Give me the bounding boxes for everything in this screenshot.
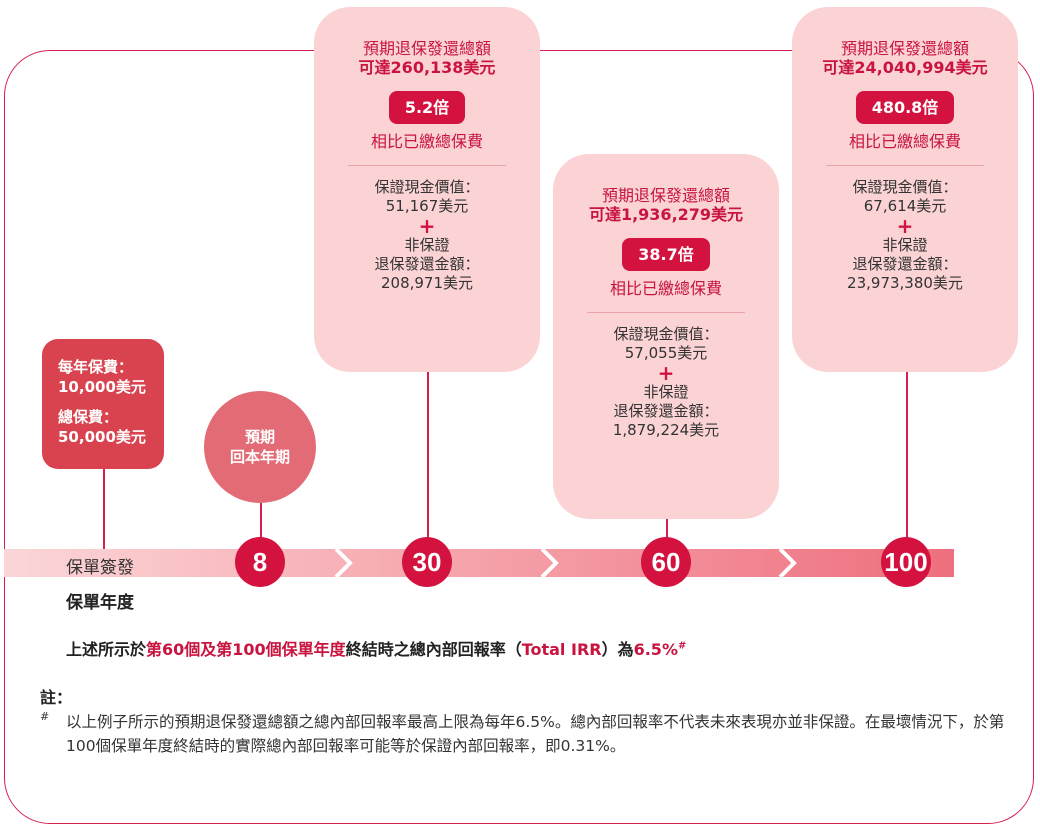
plus-icon: +: [657, 361, 675, 385]
non-guaranteed-value: 23,973,380美元: [847, 274, 963, 292]
policy-year-label: 保單年度: [66, 593, 134, 613]
milestone-card-year-60: 預期退保發還總額 可達1,936,279美元 38.7倍 相比已繳總保費 保證現…: [553, 154, 779, 519]
card-divider: [826, 165, 984, 166]
non-guaranteed-label-1: 非保證: [404, 236, 450, 254]
notes-title: 註：: [40, 688, 73, 707]
milestone-card-year-100: 預期退保發還總額 可達24,040,994美元 480.8倍 相比已繳總保費 保…: [792, 7, 1018, 372]
card-amount: 可達24,040,994美元: [822, 58, 988, 77]
annual-premium-label: 每年保費：: [58, 358, 134, 376]
connector-year-8: [260, 503, 262, 539]
total-premium-value: 50,000美元: [58, 428, 146, 446]
connector-year-100: [906, 372, 908, 539]
connector-year-30: [427, 372, 429, 539]
irr-rate: 6.5%: [633, 640, 678, 659]
irr-label: Total IRR: [521, 640, 602, 659]
multiple-badge: 480.8倍: [855, 91, 955, 124]
guaranteed-label: 保證現金價值：: [852, 178, 958, 196]
guaranteed-value: 57,055美元: [624, 344, 708, 362]
irr-statement: 上述所示於第60個及第100個保單年度終結時之總內部回報率（Total IRR）…: [66, 636, 686, 660]
annual-premium-value: 10,000美元: [58, 378, 146, 396]
card-divider: [587, 312, 745, 313]
total-premium-label: 總保費：: [58, 408, 119, 426]
non-guaranteed-label-2: 退保發還金額：: [374, 255, 480, 273]
compare-label: 相比已繳總保費: [609, 279, 722, 298]
irr-text-3: ）為: [601, 640, 634, 659]
payback-period-circle: 預期 回本年期: [204, 391, 316, 503]
guaranteed-value: 67,614美元: [863, 197, 947, 215]
chevron-icon: [540, 549, 559, 577]
policy-issue-label: 保單簽發: [66, 558, 134, 578]
chevron-icon: [334, 549, 353, 577]
non-guaranteed-label-2: 退保發還金額：: [613, 402, 719, 420]
non-guaranteed-label-1: 非保證: [882, 236, 928, 254]
connector-premium: [103, 469, 105, 549]
irr-footnote-mark: #: [677, 640, 687, 652]
payback-line1: 預期: [244, 428, 275, 446]
multiple-badge: 38.7倍: [622, 238, 710, 271]
compare-label: 相比已繳總保費: [848, 132, 961, 151]
non-guaranteed-value: 208,971美元: [380, 274, 474, 292]
premium-box: 每年保費： 10,000美元 總保費： 50,000美元: [42, 339, 164, 469]
compare-label: 相比已繳總保費: [370, 132, 483, 151]
irr-text-1: 上述所示於: [66, 640, 147, 659]
milestone-card-year-30: 預期退保發還總額 可達260,138美元 5.2倍 相比已繳總保費 保證現金價值…: [314, 7, 540, 372]
guaranteed-label: 保證現金價值：: [374, 178, 480, 196]
card-amount: 可達1,936,279美元: [588, 205, 744, 224]
year-node-60: 60: [641, 537, 691, 587]
multiple-badge: 5.2倍: [388, 91, 466, 124]
card-title: 預期退保發還總額: [362, 39, 491, 58]
non-guaranteed-label-2: 退保發還金額：: [852, 255, 958, 273]
chevron-icon: [778, 549, 797, 577]
year-node-8: 8: [235, 537, 285, 587]
non-guaranteed-label-1: 非保證: [643, 383, 689, 401]
card-divider: [348, 165, 506, 166]
card-title: 預期退保發還總額: [601, 186, 730, 205]
payback-line2: 回本年期: [229, 448, 290, 466]
card-amount: 可達260,138美元: [358, 58, 496, 77]
plus-icon: +: [418, 214, 436, 238]
note-footnote-mark: #: [40, 710, 50, 723]
non-guaranteed-value: 1,879,224美元: [612, 421, 720, 439]
irr-years: 第60個及第100個保單年度: [146, 640, 346, 659]
plus-icon: +: [896, 214, 914, 238]
card-title: 預期退保發還總額: [840, 39, 969, 58]
irr-text-2: 終結時之總內部回報率（: [345, 640, 522, 659]
timeline-band: [4, 549, 954, 577]
note-text: 以上例子所示的預期退保發還總額之總內部回報率最高上限為每年6.5%。總內部回報率…: [66, 713, 1005, 755]
year-node-100: 100: [881, 537, 931, 587]
year-node-30: 30: [402, 537, 452, 587]
connector-year-60: [666, 519, 668, 539]
guaranteed-value: 51,167美元: [385, 197, 469, 215]
guaranteed-label: 保證現金價值：: [613, 325, 719, 343]
